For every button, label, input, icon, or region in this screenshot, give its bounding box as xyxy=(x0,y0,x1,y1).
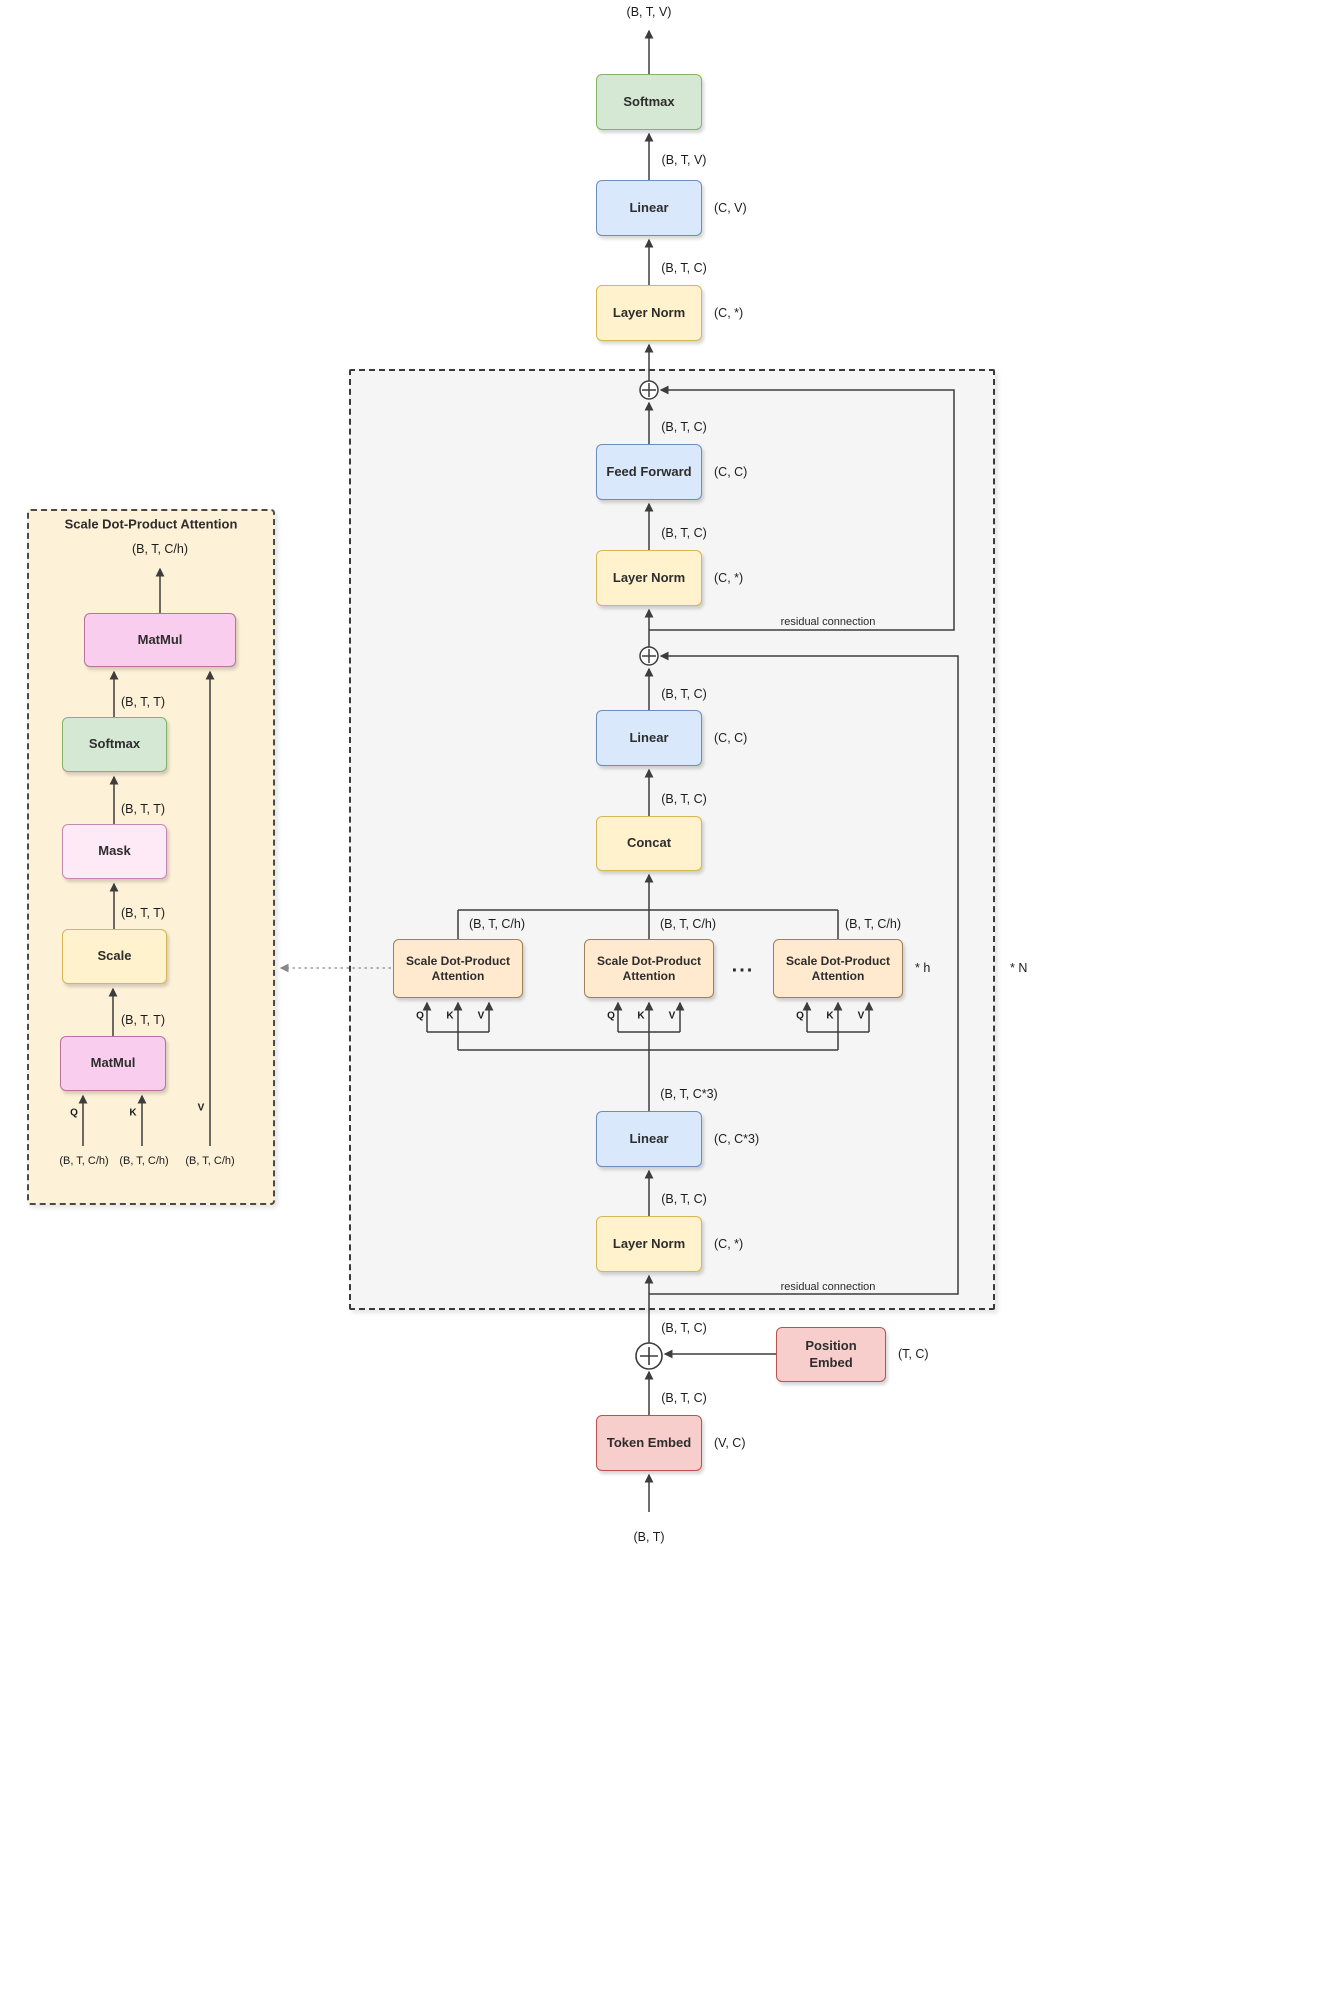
residual-label: residual connection xyxy=(780,616,876,628)
param-shape-label: (T, C) xyxy=(898,1347,929,1361)
heads-multiplier-label: * h xyxy=(915,961,931,975)
tensor-shape-label: (B, T, C/h) xyxy=(185,1155,235,1167)
tensor-shape-label: (B, T, C) xyxy=(661,687,707,701)
attention-head-3: Scale Dot-Product Attention xyxy=(773,939,903,998)
attention-head-2: Scale Dot-Product Attention xyxy=(584,939,714,998)
layers-multiplier-label: * N xyxy=(1010,961,1028,975)
tensor-shape-label: (B, T, C/h) xyxy=(59,1155,109,1167)
tensor-shape-label: (B, T, T) xyxy=(121,802,165,816)
tensor-shape-label: (B, T, C) xyxy=(661,261,707,275)
softmax-block: Softmax xyxy=(596,74,702,130)
concat-block: Concat xyxy=(596,816,702,871)
tensor-shape-label: (B, T, C/h) xyxy=(659,917,717,931)
detail-matmul-top-block: MatMul xyxy=(84,613,236,667)
tensor-shape-label: (B, T, C) xyxy=(661,526,707,540)
param-shape-label: (C, *) xyxy=(714,1237,744,1251)
linear-projection-block: Linear xyxy=(596,710,702,766)
detail-matmul-bottom-block: MatMul xyxy=(60,1036,166,1091)
tensor-shape-label: (B, T, V) xyxy=(626,5,672,19)
q-label: Q xyxy=(796,1010,804,1022)
residual-label: residual connection xyxy=(780,1281,876,1293)
tensor-shape-label: (B, T, T) xyxy=(121,695,165,709)
tensor-shape-label: (B, T, C) xyxy=(661,1391,707,1405)
tensor-shape-label: (B, T, V) xyxy=(661,153,707,167)
v-label: V xyxy=(668,1010,676,1022)
add-node-bottom xyxy=(635,1342,663,1370)
k-label: K xyxy=(637,1010,645,1022)
ellipsis-label: ... xyxy=(731,954,755,977)
attention-head-1: Scale Dot-Product Attention xyxy=(393,939,523,998)
tensor-shape-label: (B, T, C) xyxy=(661,420,707,434)
param-shape-label: (C, V) xyxy=(714,201,747,215)
detail-softmax-block: Softmax xyxy=(62,717,167,772)
k-label: K xyxy=(826,1010,834,1022)
token-embed-block: Token Embed xyxy=(596,1415,702,1471)
k-label: K xyxy=(446,1010,454,1022)
q-label: Q xyxy=(416,1010,424,1022)
param-shape-label: (C, *) xyxy=(714,306,744,320)
param-shape-label: (C, C*3) xyxy=(714,1132,760,1146)
position-embed-block: Position Embed xyxy=(776,1327,886,1382)
param-shape-label: (C, C) xyxy=(714,731,748,745)
tensor-shape-label: (B, T, C/h) xyxy=(844,917,902,931)
param-shape-label: (V, C) xyxy=(714,1436,746,1450)
v-label: V xyxy=(197,1102,205,1114)
tensor-shape-label: (B, T, T) xyxy=(121,1013,165,1027)
v-label: V xyxy=(477,1010,485,1022)
tensor-shape-label: (B, T, C/h) xyxy=(468,917,526,931)
v-label: V xyxy=(857,1010,865,1022)
tensor-shape-label: (B, T, C/h) xyxy=(119,1155,169,1167)
tensor-shape-label: (B, T, C/h) xyxy=(131,542,189,556)
feed-forward-block: Feed Forward xyxy=(596,444,702,500)
layer-norm-2-block: Layer Norm xyxy=(596,550,702,606)
linear-qkv-block: Linear xyxy=(596,1111,702,1167)
final-layer-norm-block: Layer Norm xyxy=(596,285,702,341)
q-label: Q xyxy=(70,1107,78,1119)
tensor-shape-label: (B, T, C*3) xyxy=(660,1087,718,1101)
detail-scale-block: Scale xyxy=(62,929,167,984)
tensor-shape-label: (B, T, C) xyxy=(661,792,707,806)
layer-norm-1-block: Layer Norm xyxy=(596,1216,702,1272)
tensor-shape-label: (B, T) xyxy=(633,1530,665,1544)
detail-mask-block: Mask xyxy=(62,824,167,879)
k-label: K xyxy=(129,1107,137,1119)
tensor-shape-label: (B, T, T) xyxy=(121,906,165,920)
linear-output-block: Linear xyxy=(596,180,702,236)
q-label: Q xyxy=(607,1010,615,1022)
param-shape-label: (C, *) xyxy=(714,571,744,585)
param-shape-label: (C, C) xyxy=(714,465,748,479)
tensor-shape-label: (B, T, C) xyxy=(661,1192,707,1206)
attention-detail-title: Scale Dot-Product Attention xyxy=(64,516,238,532)
tensor-shape-label: (B, T, C) xyxy=(661,1321,707,1335)
